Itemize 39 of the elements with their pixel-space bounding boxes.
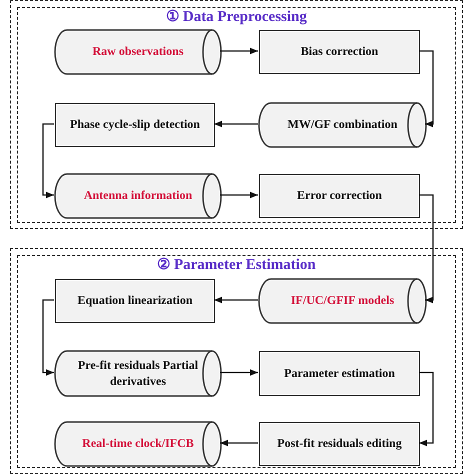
process-box [259,422,420,466]
process-box [259,30,420,74]
node-label: Error correction [296,188,383,204]
dashed-group-frame [10,248,463,474]
arrow [419,372,434,446]
node-label: Raw observations [91,44,184,60]
cylinder-node [259,279,426,323]
arrow [42,299,54,376]
node-label: Parameter estimation [283,366,396,382]
arrow [419,194,434,304]
process-box [55,103,215,147]
dashed-group-frame [10,0,463,229]
node-label: Antenna information [82,188,194,204]
group-title: ① Data Preprocessing [166,8,307,26]
node-label: IF/UC/GFIF models [290,293,396,309]
arrow [214,120,258,128]
arrow [42,123,54,198]
arrow [220,440,258,446]
node-label: MW/GF combination [286,117,398,133]
node-label: Post-fit residuals editing [276,436,403,452]
group-title: ② Parameter Estimation [157,256,316,274]
process-box [55,279,215,323]
node-label: Pre-fit residuals Partial derivatives [76,358,200,390]
cylinder-node [259,103,426,147]
cylinder-node [55,351,221,396]
node-label: Phase cycle-slip detection [69,117,201,133]
cylinder-node [55,174,221,218]
node-label: Bias correction [300,44,380,60]
cylinder-node [55,422,221,466]
arrow [220,192,258,198]
arrow [419,50,434,128]
arrow [220,48,258,54]
arrow [214,296,258,304]
arrow [220,369,258,376]
process-box [259,351,420,396]
node-label: Equation linearization [76,293,194,309]
process-box [259,174,420,218]
node-label: Real-time clock/IFCB [81,436,195,452]
cylinder-node [55,30,221,74]
